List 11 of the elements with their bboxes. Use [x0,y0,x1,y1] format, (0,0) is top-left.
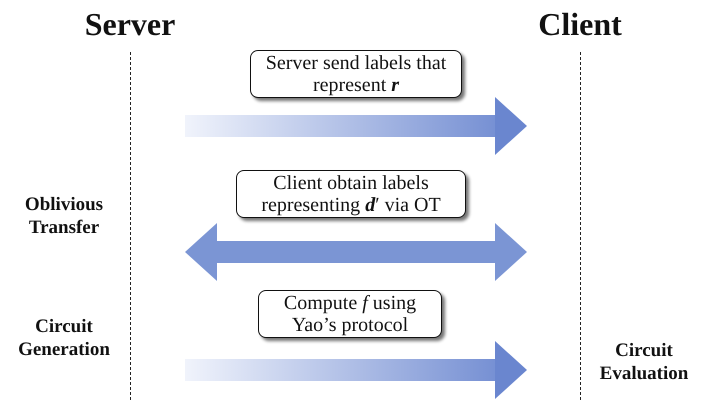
block-arrow [185,97,527,155]
edge-label: Compute f using Yao’s protocol [258,290,442,338]
phase-label: Oblivious Transfer [24,193,104,239]
phase-label: Circuit Evaluation [598,339,690,385]
phase-label: Circuit Generation [17,315,111,361]
block-arrow [185,223,527,281]
edge-label: Client obtain labels representing d′ via OT [236,170,466,218]
lifeline-heading: Server [84,5,176,44]
edge-label: Server send labels that represent r [250,50,462,98]
lifeline-heading: Client [538,5,622,44]
block-arrow [185,341,527,399]
